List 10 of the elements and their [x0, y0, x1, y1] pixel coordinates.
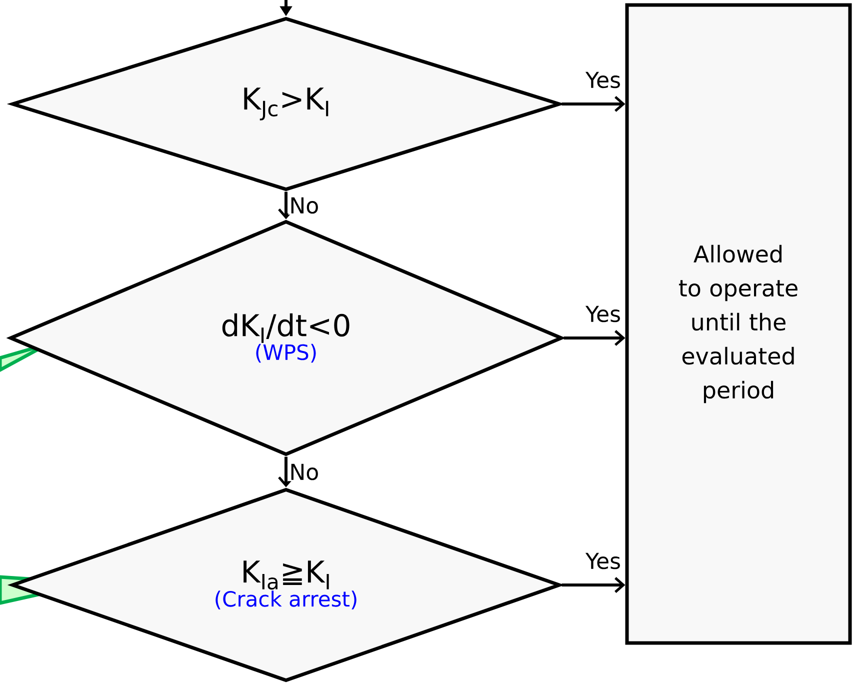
edge-label: Yes [584, 304, 622, 324]
process-box: Allowed to operate until the evaluated period [625, 3, 852, 645]
edge-label: Yes [584, 70, 622, 90]
arrow [564, 330, 626, 346]
edge-label: Yes [584, 552, 622, 570]
arrow [562, 96, 626, 112]
edge-label: No [288, 196, 320, 215]
arrow [562, 577, 626, 593]
edge-label: No [288, 462, 320, 482]
arrow [278, 456, 294, 488]
